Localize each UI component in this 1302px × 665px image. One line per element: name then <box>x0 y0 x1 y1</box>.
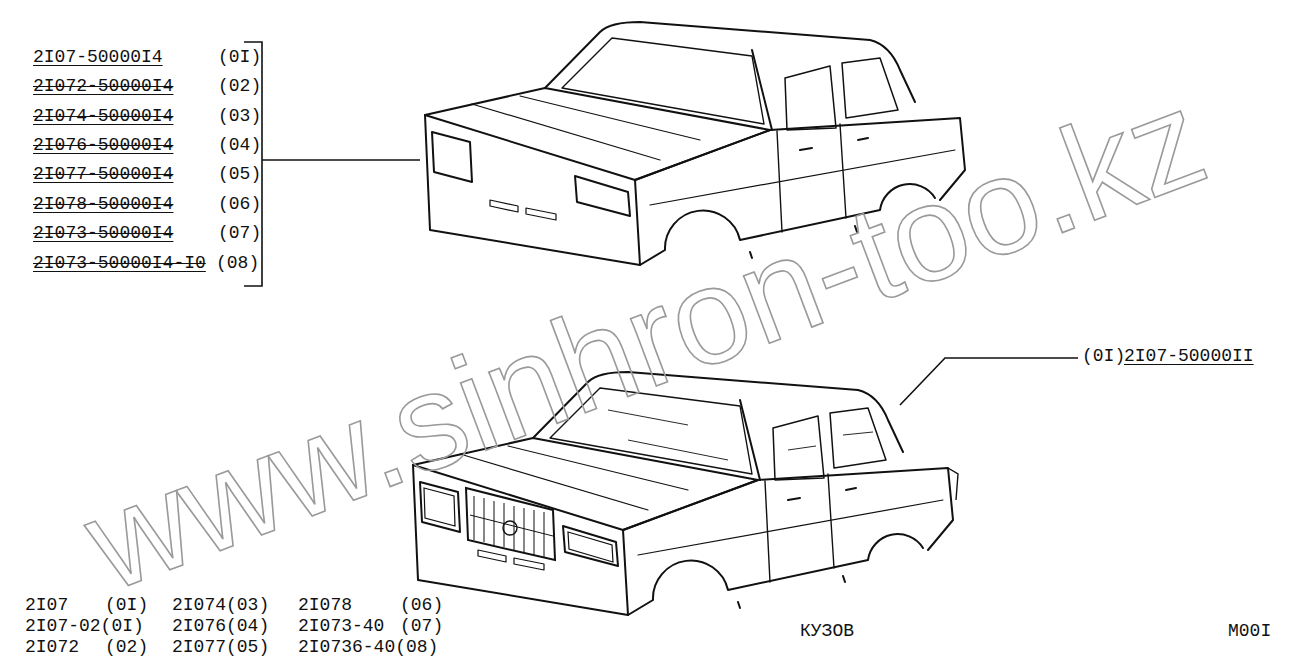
part-number: 2I076-50000I4 <box>33 136 173 154</box>
part-number: 2I074-50000I4 <box>33 107 173 125</box>
model-code: 2I07-02(0I) <box>25 617 144 635</box>
callout-number: (03) <box>218 107 261 125</box>
callout-number: (06) <box>218 195 261 213</box>
part-number: 2I077-50000I4 <box>33 165 173 183</box>
model-code: 2I078 <box>298 596 352 614</box>
model-code: 2I077(05) <box>172 638 269 656</box>
callout-number: (0I) <box>218 48 261 66</box>
part-number: 2I078-50000I4 <box>33 195 173 213</box>
model-code: 2I074(03) <box>172 596 269 614</box>
part-number: 2I07-50000I4 <box>33 48 163 66</box>
callout-number: (07) <box>400 617 443 635</box>
callout-number: (04) <box>218 136 261 154</box>
part-number: 2I07-50000II <box>1124 347 1254 365</box>
model-code: 2I073-40 <box>298 617 384 635</box>
section-title: КУЗОВ <box>800 622 854 640</box>
page-code: M00I <box>1228 622 1271 640</box>
model-code: 2I0736-40(08) <box>298 638 438 656</box>
part-number: 2I073-50000I4-I0 <box>33 254 206 272</box>
callout-number: (02) <box>218 77 261 95</box>
part-number: 2I073-50000I4 <box>33 224 173 242</box>
model-code: 2I072 <box>25 638 79 656</box>
part-number: 2I072-50000I4 <box>33 77 173 95</box>
callout-number: (02) <box>105 638 148 656</box>
model-code: 2I076(04) <box>172 617 269 635</box>
callout-number: (08) <box>216 254 259 272</box>
model-code: 2I07 <box>25 596 68 614</box>
callout-number: (06) <box>400 596 443 614</box>
callout-number: (05) <box>218 165 261 183</box>
callout-number: (07) <box>218 224 261 242</box>
callout-number: (0I) <box>1082 347 1125 365</box>
